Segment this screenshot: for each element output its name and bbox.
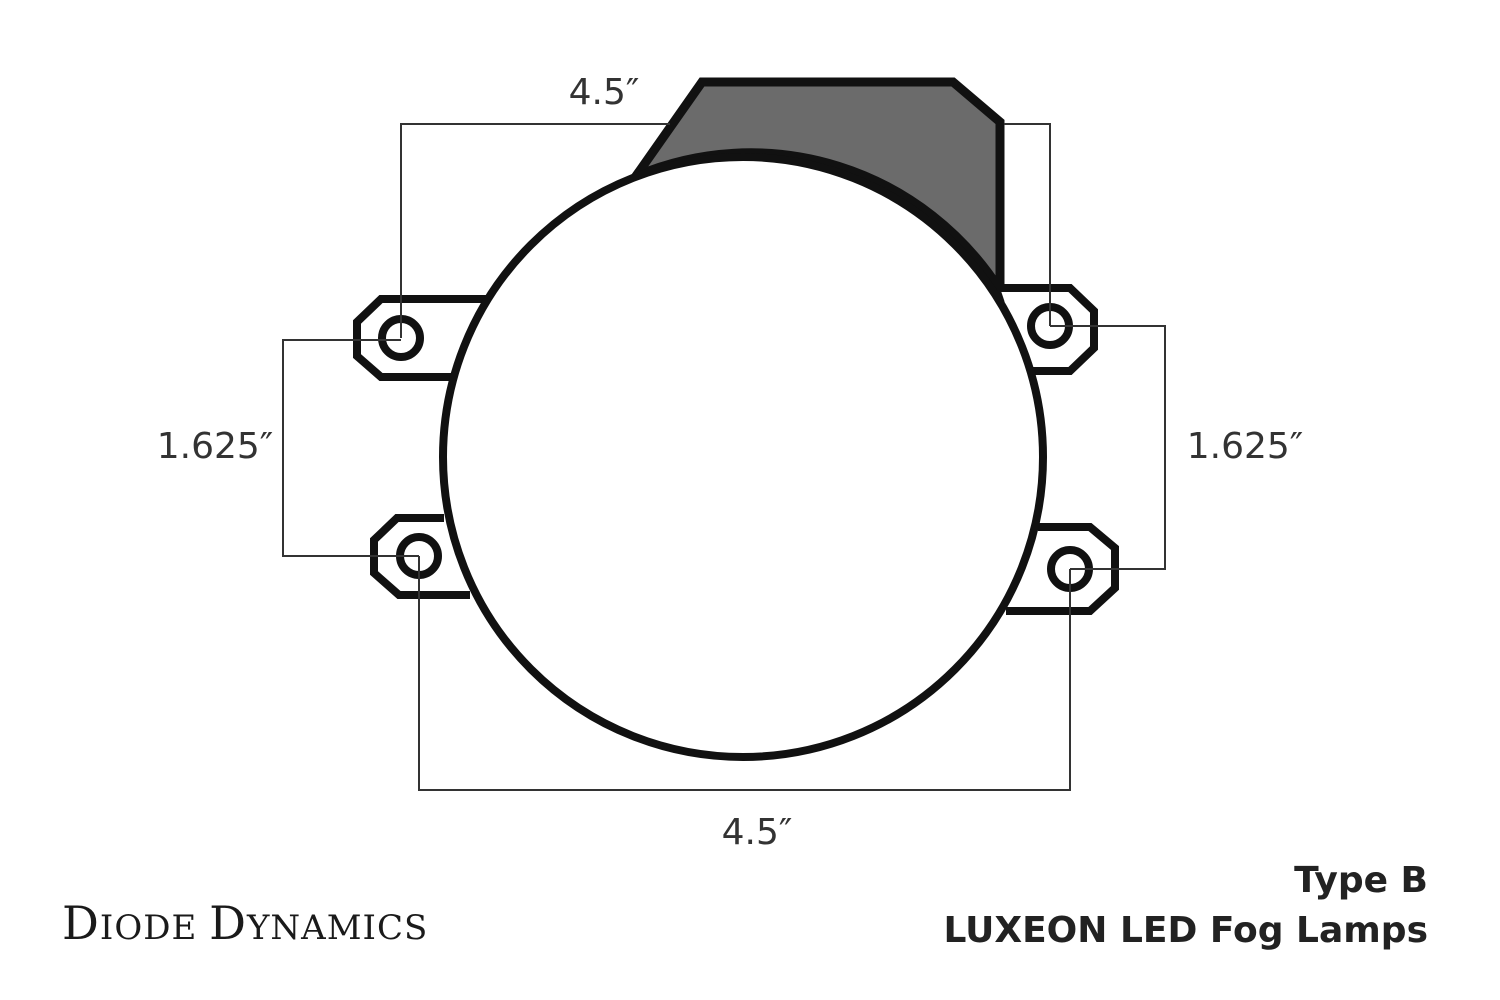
brand-initial-2: D bbox=[209, 896, 247, 950]
product-name: LUXEON LED Fog Lamps bbox=[943, 910, 1428, 951]
dimension-line-left bbox=[282, 339, 419, 557]
brand-rest-1: IODE bbox=[99, 908, 198, 948]
dimension-label-bottom: 4.5″ bbox=[722, 812, 793, 853]
brand-rest-2: YNAMICS bbox=[246, 908, 429, 948]
brand-logo: DIODE DYNAMICS bbox=[62, 896, 428, 950]
brand-initial-1: D bbox=[62, 896, 100, 950]
lamp-body bbox=[439, 153, 1047, 761]
product-type: Type B bbox=[1294, 860, 1428, 901]
dimension-label-left: 1.625″ bbox=[157, 426, 274, 467]
dimension-label-top: 4.5″ bbox=[569, 72, 640, 113]
product-title: Type B LUXEON LED Fog Lamps bbox=[943, 856, 1428, 956]
dimension-line-top-right bbox=[1004, 123, 1051, 326]
dimension-line-bottom bbox=[418, 556, 1071, 791]
dimension-label-right: 1.625″ bbox=[1187, 426, 1304, 467]
dimension-line-top bbox=[400, 123, 670, 338]
dimension-line-right bbox=[1050, 325, 1166, 570]
